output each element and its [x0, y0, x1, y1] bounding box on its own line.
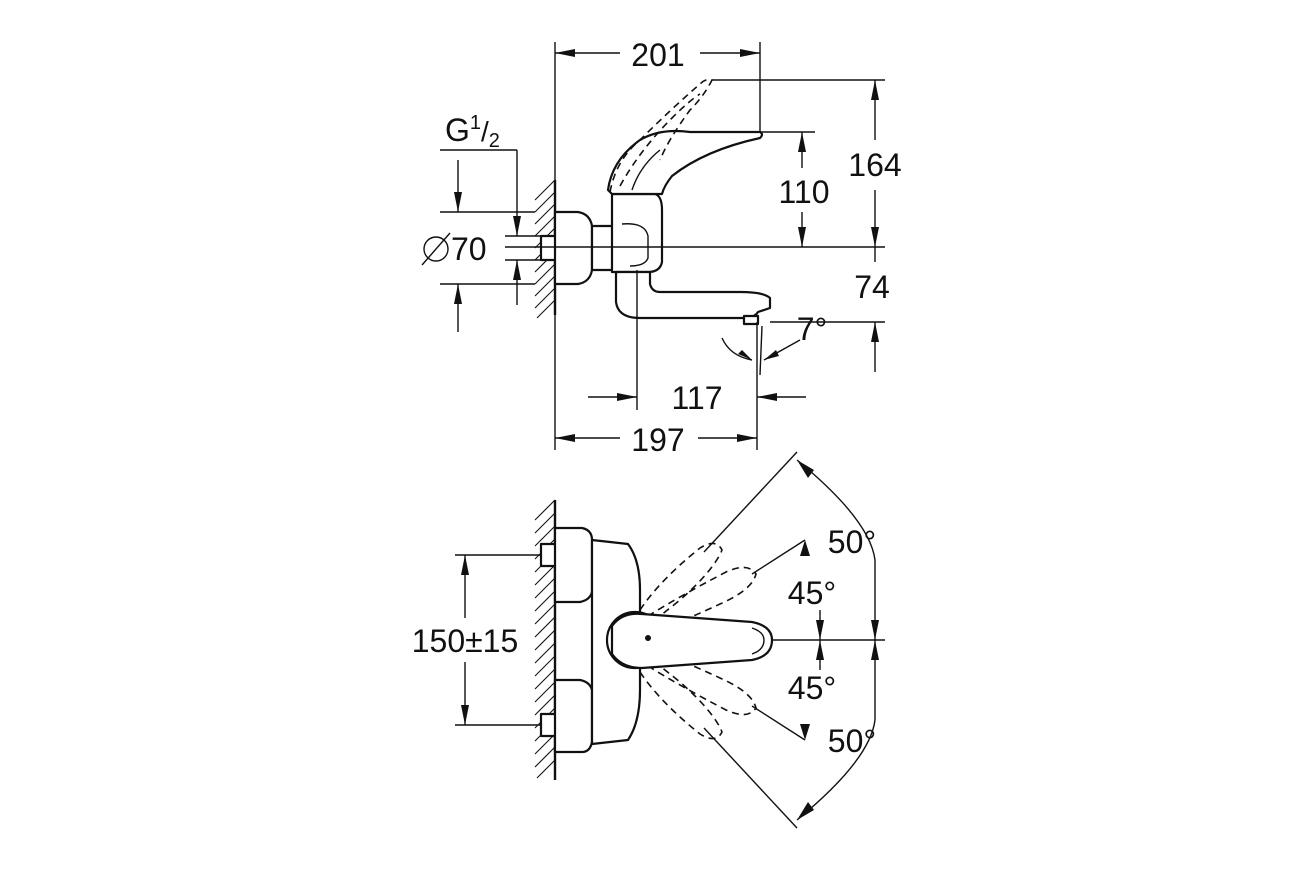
- dim-201: 201: [631, 37, 684, 73]
- dim-7-degrees: 7°: [797, 311, 828, 347]
- dim-164: 164: [848, 147, 901, 183]
- dim-117: 117: [671, 380, 722, 416]
- diameter-symbol: [423, 236, 449, 262]
- side-view: 201 164 110 74 7° 117 197: [421, 37, 902, 458]
- handle-marker-dot: [645, 635, 651, 641]
- angle-45-upper: 45°: [788, 575, 836, 611]
- dim-197: 197: [631, 422, 684, 458]
- lever-handle-side: [606, 129, 764, 196]
- lever-handle-top-inner: [751, 627, 765, 655]
- handle-position-50-up-dashed: [639, 542, 723, 625]
- lever-handle-detail: [631, 149, 661, 191]
- spout-aerator: [742, 314, 760, 326]
- dim-150-pm-15: 150±15: [412, 623, 519, 659]
- spout-side: [614, 270, 772, 320]
- lever-handle-top: [610, 612, 774, 670]
- angle-50-lower: 50°: [828, 723, 876, 759]
- mixer-body-side: [610, 192, 664, 274]
- angle-50-upper: 50°: [828, 524, 876, 560]
- escutcheon-top-lower: [553, 678, 594, 754]
- escutcheon-top-upper: [553, 526, 594, 604]
- handle-position-45-up-dashed: [647, 566, 757, 631]
- escutcheon-side: [553, 210, 594, 286]
- mixer-neck-side: [590, 224, 616, 272]
- lever-handle-raised-dashed: [609, 78, 714, 193]
- handle-position-50-down-dashed: [639, 657, 723, 740]
- angle-45-lower: 45°: [788, 670, 836, 706]
- dim-74: 74: [854, 269, 890, 305]
- dim-110: 110: [778, 174, 829, 210]
- lever-handle-raised-dashed-2: [619, 93, 701, 187]
- dim-diameter-70: 70: [451, 231, 487, 267]
- thread-label: G1/2: [445, 112, 500, 152]
- top-view: 50° 45° 45° 50° 150±15: [412, 451, 885, 829]
